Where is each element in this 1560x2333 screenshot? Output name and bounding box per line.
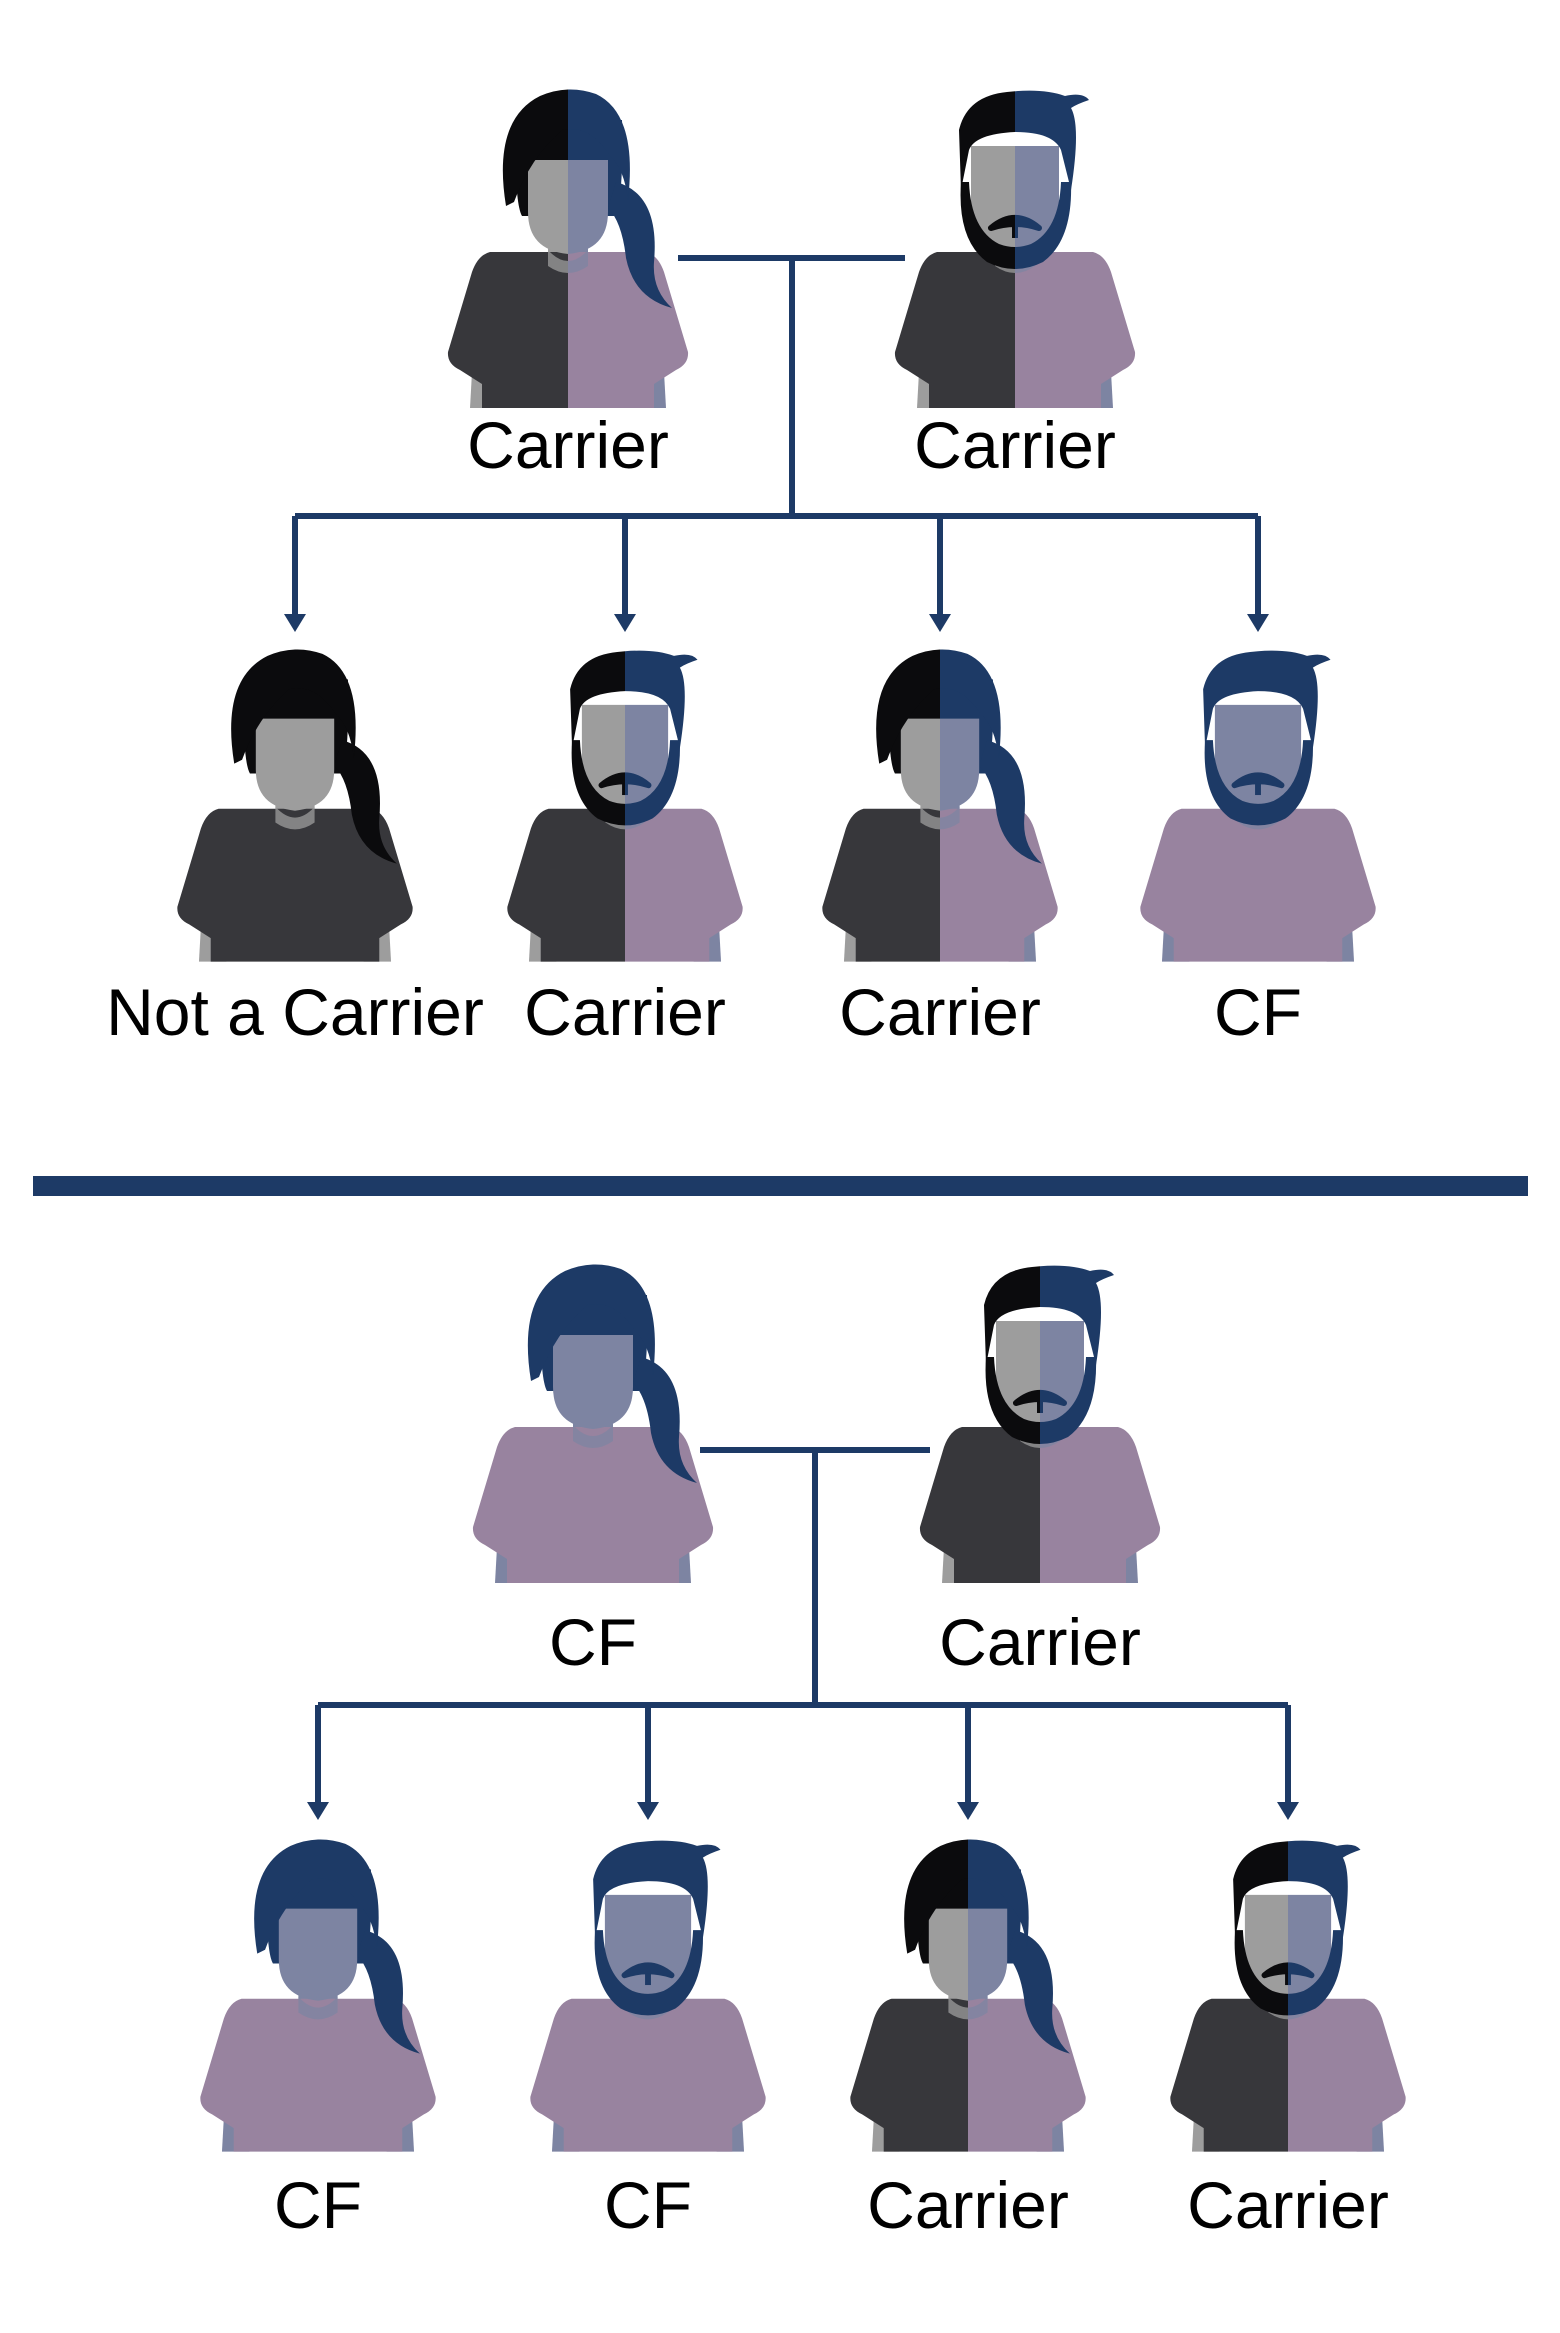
panel1-parent0-female-icon (472, 1264, 714, 1583)
panel0-parent0-female-icon (447, 89, 689, 408)
arrowhead-icon (957, 1802, 979, 1820)
child-label: Carrier (524, 975, 726, 1049)
panel-divider (33, 1176, 1528, 1196)
arrowhead-icon (284, 614, 306, 632)
arrowhead-icon (614, 614, 636, 632)
panel0-parent1-male-icon (894, 90, 1136, 408)
parent-label: Carrier (939, 1605, 1141, 1679)
parent-label: CF (549, 1605, 637, 1679)
child-label: Carrier (867, 2168, 1069, 2242)
panel0-child1-male-icon (507, 650, 743, 962)
parent-label: Carrier (914, 408, 1116, 482)
panel1-child3-male-icon (1170, 1840, 1406, 2152)
panel1-child2-female-icon (850, 1839, 1086, 2152)
child-label: CF (274, 2168, 362, 2242)
child-label: Carrier (839, 975, 1041, 1049)
panel0-child0-female-icon (177, 649, 413, 962)
panel0-child2-female-icon (822, 649, 1058, 962)
child-label: Carrier (1187, 2168, 1389, 2242)
panel1-parent1-male-icon (919, 1265, 1161, 1583)
arrowhead-icon (929, 614, 951, 632)
arrowhead-icon (307, 1802, 329, 1820)
panel1-child0-female-icon (200, 1839, 436, 2152)
parent-label: Carrier (467, 408, 669, 482)
arrowhead-icon (637, 1802, 659, 1820)
child-label: CF (604, 2168, 692, 2242)
child-label: CF (1214, 975, 1302, 1049)
child-label: Not a Carrier (106, 975, 484, 1049)
arrowhead-icon (1277, 1802, 1299, 1820)
panel1-child1-male-icon (530, 1840, 766, 2152)
panel0-child3-male-icon (1140, 650, 1376, 962)
arrowhead-icon (1247, 614, 1269, 632)
